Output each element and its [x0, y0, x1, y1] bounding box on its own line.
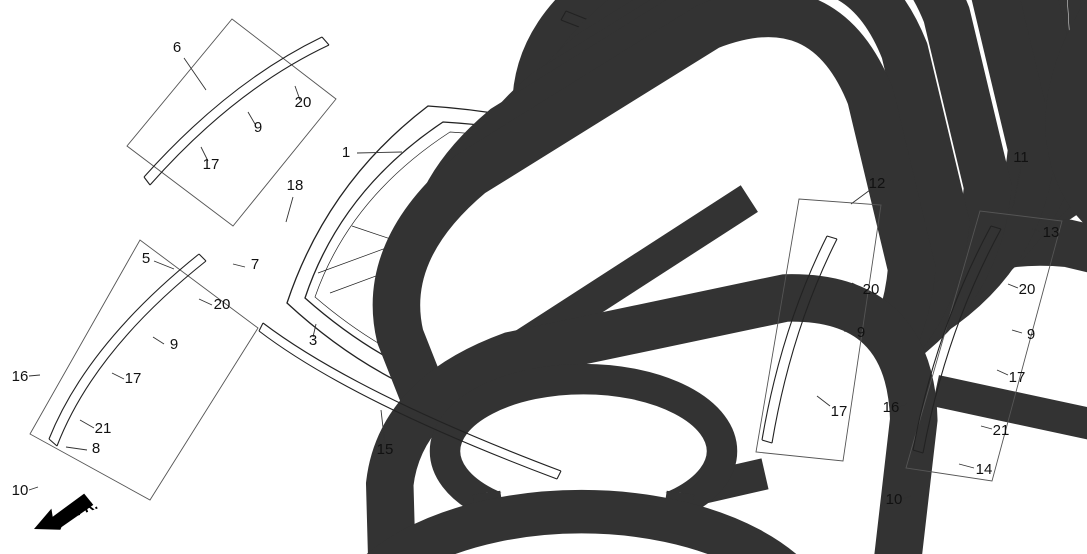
callout-16: 16 — [12, 368, 29, 385]
group-direction-indicator: FR. — [34, 493, 100, 530]
callout-20: 20 — [214, 296, 231, 313]
callout-10: 10 — [12, 482, 29, 499]
callout-17: 17 — [831, 403, 848, 420]
side-molding-left-strip — [48, 253, 207, 447]
leader-lines — [28, 260, 246, 491]
callout-14: 14 — [976, 461, 993, 478]
group-box-12 — [755, 198, 882, 462]
callout-11: 11 — [1013, 149, 1029, 166]
callout-20: 20 — [863, 281, 880, 298]
callout-20: 20 — [295, 94, 312, 111]
leader-lines — [898, 165, 1042, 500]
group-side-molding-right-inner: 12 20 9 17 — [755, 0, 1087, 462]
group-lower-molding: 15 — [258, 322, 562, 480]
group-roof-molding-left: 6 20 9 17 — [126, 0, 1087, 451]
roof-molding-strip — [143, 36, 330, 186]
lower-molding-strip — [258, 322, 562, 480]
callout-9: 9 — [170, 336, 178, 353]
callout-7: 7 — [251, 256, 259, 273]
group-box-6 — [126, 18, 337, 227]
fr-direction-label: FR. — [73, 496, 100, 519]
callout-21: 21 — [993, 422, 1010, 439]
callout-6: 6 — [173, 39, 181, 56]
side-molding-right-outer-strip — [912, 225, 1002, 454]
callout-15: 15 — [377, 441, 394, 458]
callout-18-upper: 18 — [287, 177, 304, 194]
side-molding-right-strip — [761, 235, 838, 444]
callout-17: 17 — [125, 370, 142, 387]
callout-13: 13 — [1043, 224, 1060, 241]
callout-20: 20 — [1019, 281, 1036, 298]
callout-17: 17 — [203, 156, 220, 173]
group-side-molding-right-outer: 11 13 20 9 17 16 21 14 10 — [883, 149, 1063, 508]
callout-10: 10 — [886, 491, 903, 508]
leader-lines — [380, 409, 386, 446]
leader-lines — [816, 189, 871, 407]
group-box-11 — [905, 210, 1063, 482]
leader-lines — [183, 57, 301, 162]
callout-21: 21 — [95, 420, 112, 437]
callout-8: 8 — [92, 440, 100, 457]
callout-9: 9 — [857, 324, 865, 341]
callout-5: 5 — [142, 250, 150, 267]
callout-1: 1 — [342, 144, 350, 161]
group-box-5 — [29, 239, 259, 501]
group-side-molding-left: 5 7 20 9 17 16 21 8 10 — [12, 0, 1087, 554]
callout-16: 16 — [883, 399, 900, 416]
callout-9: 9 — [1027, 326, 1035, 343]
callout-12: 12 — [869, 175, 886, 192]
fr-arrow-icon — [34, 493, 94, 530]
callout-3-upper: 3 — [309, 332, 317, 349]
callout-9: 9 — [254, 119, 262, 136]
callout-17: 17 — [1009, 369, 1026, 386]
